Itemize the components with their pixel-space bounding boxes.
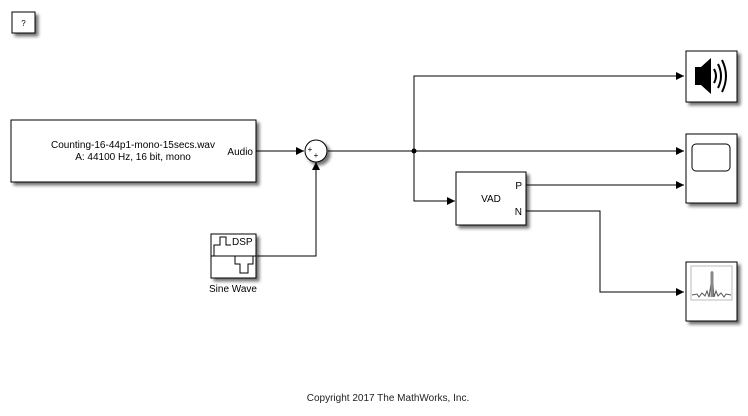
sine-wave-label: Sine Wave — [209, 284, 257, 295]
speaker-icon — [695, 58, 727, 94]
audio-out-port-label: Audio — [227, 147, 253, 158]
dsp-sine-icon: DSP — [211, 236, 256, 274]
dsp-label: DSP — [232, 237, 253, 248]
copyright-text: Copyright 2017 The MathWorks, Inc. — [307, 393, 470, 404]
audio-device-writer-block[interactable] — [685, 50, 738, 103]
vad-block[interactable]: VAD P N — [455, 171, 527, 226]
spectrum-icon — [690, 265, 733, 301]
vad-port-p: P — [515, 181, 522, 192]
sum-block[interactable]: + + — [304, 139, 328, 163]
wire-to-speaker[interactable] — [413, 72, 684, 151]
vad-label: VAD — [481, 194, 501, 205]
branch-point — [411, 148, 417, 154]
spectrum-analyzer-block[interactable] — [685, 261, 738, 322]
scope-screen-icon — [691, 143, 731, 172]
help-button-label: ? — [21, 19, 26, 28]
scope-block[interactable] — [685, 133, 738, 204]
wire-sine-to-sum[interactable] — [257, 162, 320, 257]
sum-sign-1: + — [308, 145, 313, 154]
signal-lines — [256, 72, 684, 296]
audio-file-reader-block[interactable]: Counting-16-44p1-mono-15secs.wav A: 4410… — [10, 119, 257, 183]
audio-file-name: Counting-16-44p1-mono-15secs.wav — [51, 140, 215, 151]
help-button[interactable]: ? — [11, 11, 36, 34]
audio-file-info: A: 44100 Hz, 16 bit, mono — [75, 152, 191, 163]
vad-port-n: N — [515, 207, 522, 218]
wire-to-vad[interactable] — [413, 151, 455, 205]
sine-wave-block[interactable]: DSP Sine Wave — [209, 233, 257, 295]
sum-sign-2: + — [314, 151, 319, 160]
wire-vad-n-to-spectrum[interactable] — [526, 210, 684, 296]
